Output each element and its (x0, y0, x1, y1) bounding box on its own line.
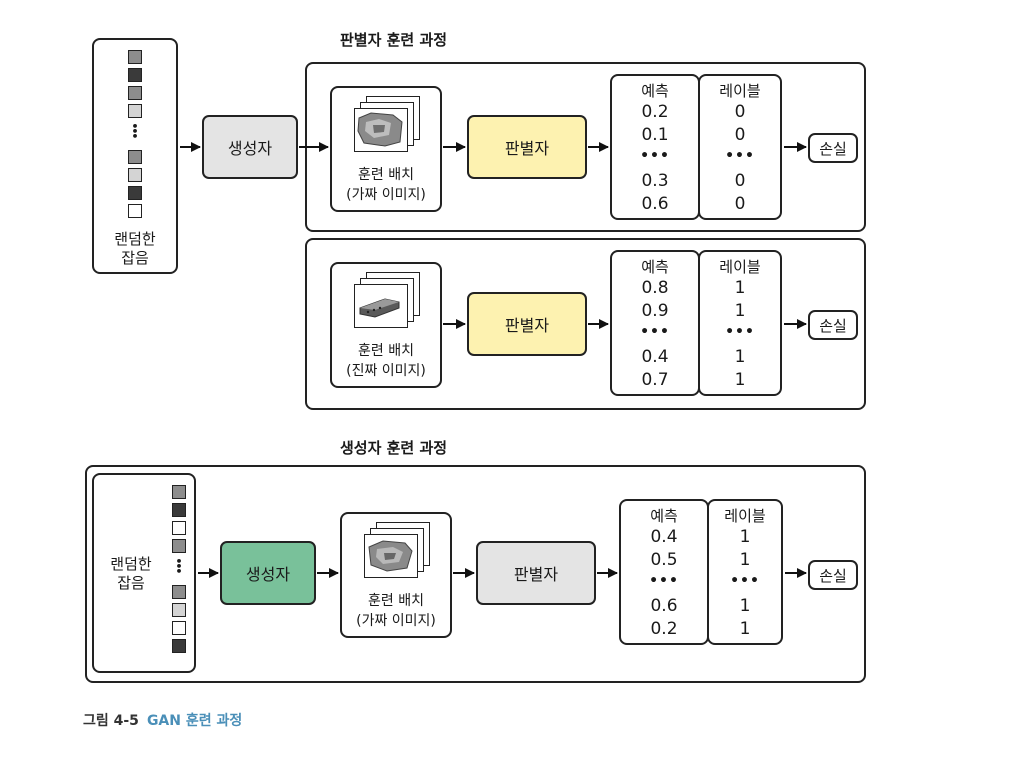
fake-batch-caption-2: (가짜 이미지) (346, 187, 426, 203)
real-batch-caption-1: 훈련 배치 (358, 343, 414, 359)
prediction-value: 0.3 (641, 171, 669, 191)
loss-box-gen: 손실 (808, 560, 858, 590)
noise-cell (128, 68, 142, 82)
discriminator-box-real: 판별자 (467, 292, 587, 356)
prediction-value: 0.6 (641, 194, 669, 214)
label-value: 0 (734, 102, 746, 122)
generator-box-trainable: 생성자 (220, 541, 316, 605)
noise-cell (172, 585, 186, 599)
disc-section-title: 판별자 훈련 과정 (340, 31, 448, 49)
real-label-column: 레이블 1 1 ••• 1 1 (698, 250, 782, 396)
label-value: 0 (734, 125, 746, 145)
noise-cell (128, 104, 142, 118)
prediction-value: 0.6 (650, 596, 678, 616)
label-value: 1 (734, 301, 746, 321)
figure-title: GAN 훈련 과정 (146, 713, 243, 729)
prediction-value: 0.8 (641, 278, 669, 298)
image-card (364, 534, 418, 578)
discriminator-box-frozen: 판별자 (476, 541, 596, 605)
gen-noise-label: 랜덤한 잡음 (110, 555, 152, 592)
image-card (354, 108, 408, 152)
noise-cell (172, 521, 186, 535)
label-header: 레이블 (719, 258, 761, 276)
label-value: 1 (739, 619, 751, 639)
label-value: 1 (739, 550, 751, 570)
gen-batch-caption-1: 훈련 배치 (368, 593, 424, 609)
prediction-value: 0.9 (641, 301, 669, 321)
label-ellipsis: ••• (730, 573, 760, 589)
real-image-icon (359, 298, 400, 318)
prediction-value: 0.4 (650, 527, 678, 547)
noise-cell (128, 186, 142, 200)
discriminator-box-fake: 판별자 (467, 115, 587, 179)
fake-prediction-column: 예측 0.2 0.1 ••• 0.3 0.6 (610, 74, 700, 220)
loss-box-real: 손실 (808, 310, 858, 340)
prediction-ellipsis: ••• (649, 573, 679, 589)
label-value: 0 (734, 171, 746, 191)
noise-cell (172, 621, 186, 635)
noise-cell (128, 204, 142, 218)
gen-label-column: 레이블 1 1 ••• 1 1 (707, 499, 783, 645)
noise-ellipsis: ••• (175, 555, 183, 578)
prediction-value: 0.7 (641, 370, 669, 390)
figure-caption: 그림 4-5 GAN 훈련 과정 (83, 710, 242, 730)
gen-section-title: 생성자 훈련 과정 (340, 439, 448, 457)
fake-label-column: 레이블 0 0 ••• 0 0 (698, 74, 782, 220)
noise-cell (172, 539, 186, 553)
label-ellipsis: ••• (725, 324, 755, 340)
gen-batch-caption-2: (가짜 이미지) (356, 613, 436, 629)
fake-batch-box: 훈련 배치 (가짜 이미지) (330, 86, 442, 212)
label-value: 1 (739, 596, 751, 616)
label-value: 1 (734, 278, 746, 298)
image-card (354, 284, 408, 328)
real-prediction-column: 예측 0.8 0.9 ••• 0.4 0.7 (610, 250, 700, 396)
noise-ellipsis: ••• (131, 120, 139, 143)
fake-image-icon (357, 112, 403, 147)
prediction-ellipsis: ••• (640, 324, 670, 340)
label-value: 1 (739, 527, 751, 547)
prediction-value: 0.5 (650, 550, 678, 570)
prediction-value: 0.2 (650, 619, 678, 639)
prediction-value: 0.4 (641, 347, 669, 367)
noise-cell (172, 639, 186, 653)
fake-image-icon (368, 540, 413, 572)
fake-batch-caption-1: 훈련 배치 (358, 167, 414, 183)
gen-batch-box: 훈련 배치 (가짜 이미지) (340, 512, 452, 638)
prediction-header: 예측 (650, 507, 678, 525)
noise-cell (172, 503, 186, 517)
noise-cell (128, 168, 142, 182)
label-value: 1 (734, 347, 746, 367)
noise-cell (128, 86, 142, 100)
noise-cell (128, 150, 142, 164)
noise-cell (172, 603, 186, 617)
label-header: 레이블 (719, 82, 761, 100)
prediction-value: 0.2 (641, 102, 669, 122)
figure-number: 그림 4-5 (83, 713, 139, 729)
real-batch-box: 훈련 배치 (진짜 이미지) (330, 262, 442, 388)
noise-label: 랜덤한 잡음 (114, 230, 156, 267)
label-value: 1 (734, 370, 746, 390)
label-ellipsis: ••• (725, 148, 755, 164)
label-value: 0 (734, 194, 746, 214)
prediction-header: 예측 (641, 258, 669, 276)
loss-box-fake: 손실 (808, 133, 858, 163)
noise-vector: ••• 랜덤한 잡음 (92, 38, 178, 274)
label-header: 레이블 (724, 507, 766, 525)
real-batch-caption-2: (진짜 이미지) (346, 363, 426, 379)
generator-box: 생성자 (202, 115, 298, 179)
prediction-value: 0.1 (641, 125, 669, 145)
gen-noise-vector: 랜덤한 잡음 ••• (92, 473, 196, 673)
noise-cell (128, 50, 142, 64)
prediction-header: 예측 (641, 82, 669, 100)
prediction-ellipsis: ••• (640, 148, 670, 164)
noise-cell (172, 485, 186, 499)
